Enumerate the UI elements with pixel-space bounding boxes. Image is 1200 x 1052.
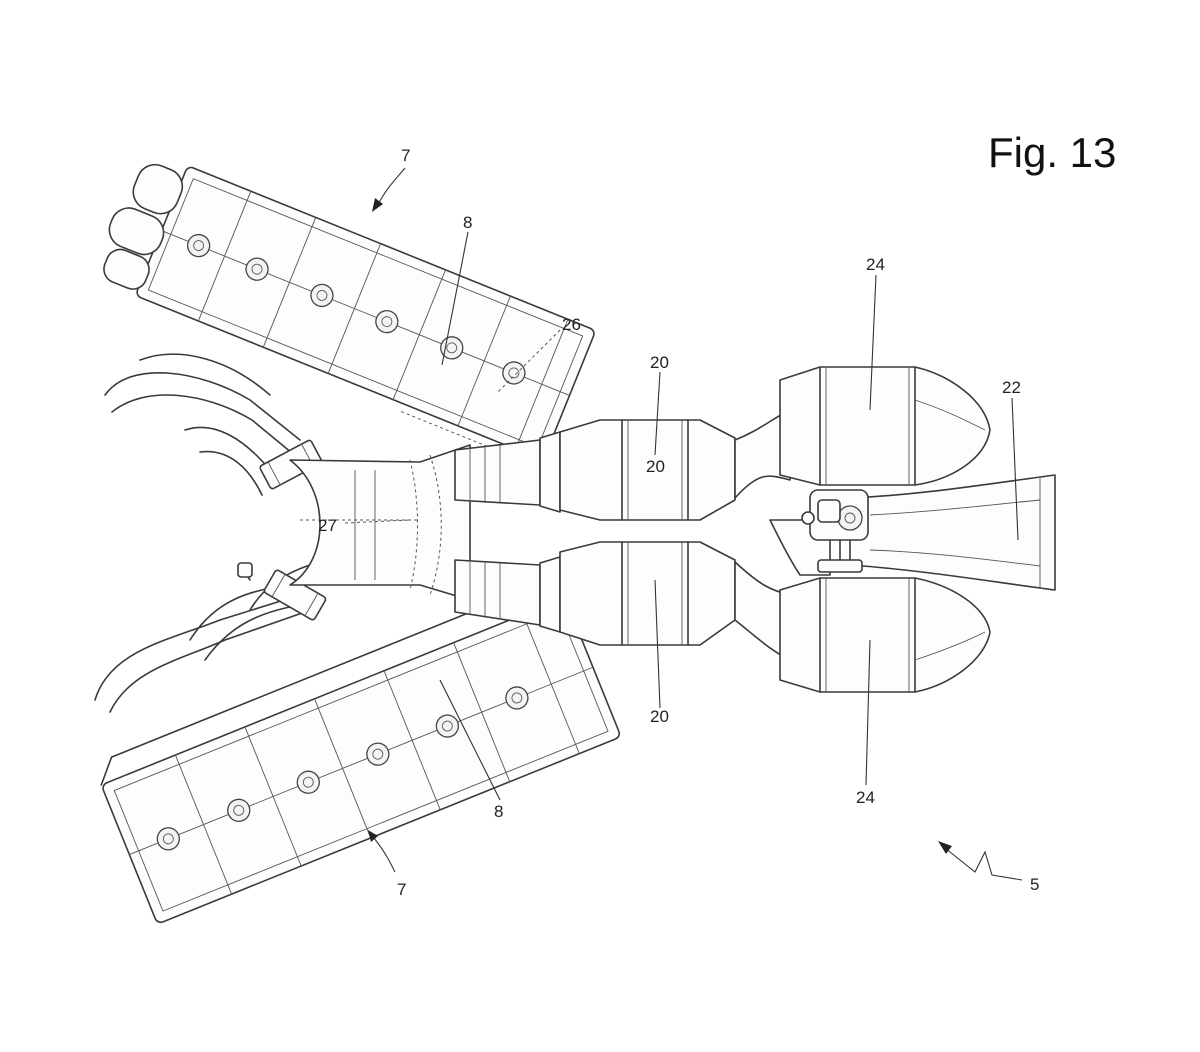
ref-20-mid: 20 xyxy=(646,457,665,476)
valve-actuator xyxy=(769,489,869,576)
ref-24-top: 24 xyxy=(866,255,885,274)
ref-22: 22 xyxy=(1002,378,1021,397)
leader-lines xyxy=(344,167,1023,881)
tail-pipe xyxy=(849,474,1056,591)
silencers xyxy=(779,366,991,693)
ref-27: 27 xyxy=(318,516,337,535)
ref-26: 26 xyxy=(562,315,581,334)
ref-8-bottom: 8 xyxy=(494,802,503,821)
figure-title: Fig. 13 xyxy=(988,129,1116,176)
upper-cylinder-bank xyxy=(103,163,595,496)
reference-numerals: 7 8 26 27 20 20 24 22 20 24 8 7 5 xyxy=(318,146,1039,899)
ref-20-top: 20 xyxy=(650,353,669,372)
exhaust-collector xyxy=(289,444,471,601)
ref-7-bottom: 7 xyxy=(397,880,406,899)
ref-24-bottom: 24 xyxy=(856,788,875,807)
catalytic-converters xyxy=(454,409,791,661)
ref-7-top: 7 xyxy=(401,146,410,165)
ref-20-bottom: 20 xyxy=(650,707,669,726)
ref-8-top: 8 xyxy=(463,213,472,232)
ref-5: 5 xyxy=(1030,875,1039,894)
